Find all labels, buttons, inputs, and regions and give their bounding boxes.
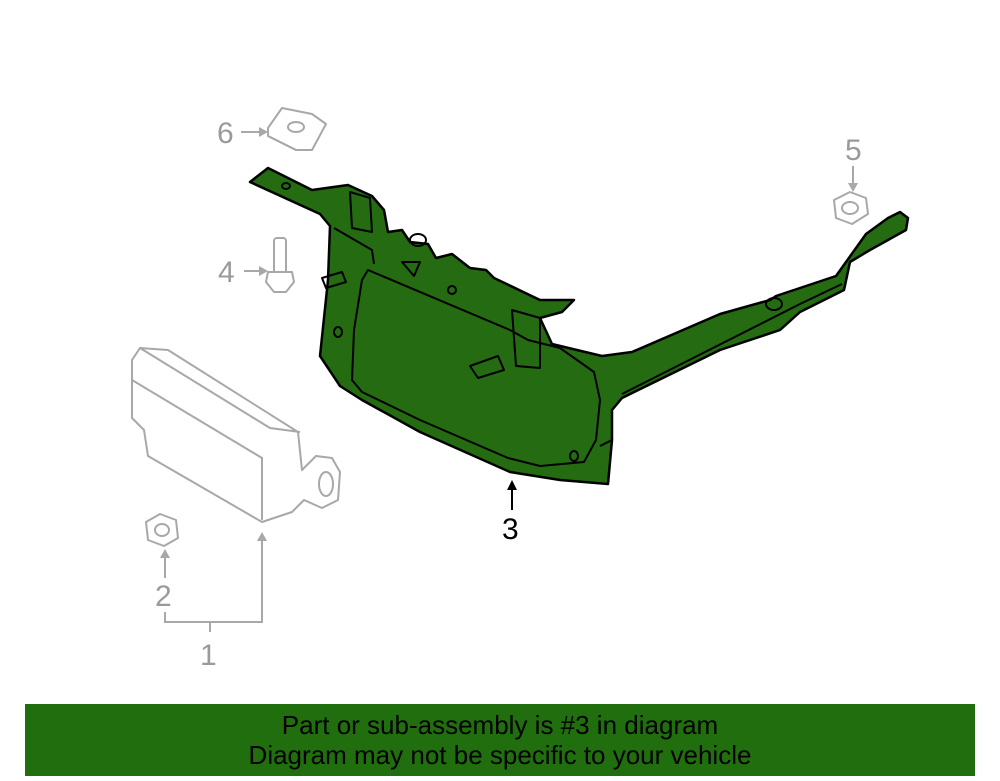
info-banner: Part or sub-assembly is #3 in diagram Di… [25, 704, 975, 776]
callout-4-label: 4 [218, 256, 235, 289]
part-4-bolt[interactable] [265, 237, 295, 293]
part-6-clip[interactable] [267, 107, 327, 151]
part-5-nut[interactable] [833, 191, 869, 225]
banner-line-1: Part or sub-assembly is #3 in diagram [281, 710, 719, 740]
callout-2-label: 2 [155, 580, 172, 613]
callout-5-arrowhead [848, 183, 858, 192]
callout-1-label: 1 [200, 639, 217, 672]
banner-line-2: Diagram may not be specific to your vehi… [248, 740, 752, 770]
part-3-bracket[interactable] [248, 166, 910, 486]
part-1-sensor[interactable] [131, 347, 341, 523]
callout-3-arrowhead [507, 480, 517, 490]
part-2-nut[interactable] [145, 513, 179, 547]
callout-3-label: 3 [502, 513, 519, 546]
callout-6-label: 6 [217, 117, 234, 150]
parts-diagram: 6 4 5 2 1 [131, 107, 910, 672]
callout-5-label: 5 [845, 134, 862, 167]
callout-1-arrowhead [257, 532, 267, 541]
callout-6-arrowhead [259, 127, 268, 137]
callout-2-arrowhead [160, 549, 170, 558]
callout-4-arrowhead [259, 266, 268, 276]
callout-1-bracket [164, 540, 263, 623]
